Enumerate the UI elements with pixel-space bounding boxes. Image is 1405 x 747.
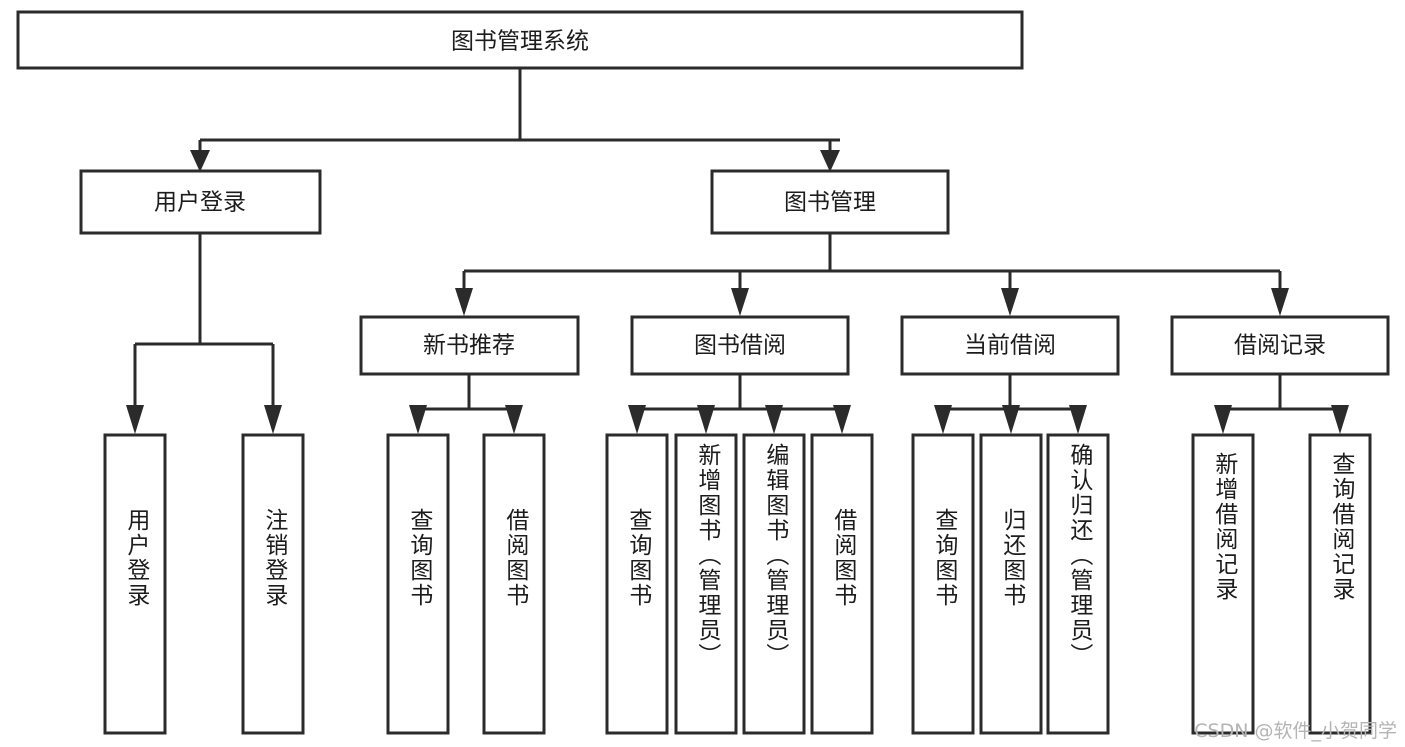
arrowhead-leaf-borrow-book-1 <box>505 405 523 434</box>
leaf-edit-book-box[interactable] <box>742 433 806 735</box>
leaf-borrow-book-1-box[interactable] <box>482 433 546 735</box>
arrowhead-leaf-user-login <box>126 405 144 434</box>
arrowhead-leaf-add-book <box>697 405 715 434</box>
arrowhead-leaf-logout <box>264 405 282 434</box>
node-user-login[interactable]: 用户登录 <box>79 169 322 235</box>
node-current-borrow-label: 当前借阅 <box>964 333 1056 359</box>
leaf-query-book-2-box[interactable] <box>605 433 669 735</box>
node-current-borrow-box[interactable] <box>900 315 1120 376</box>
node-borrow-record-box[interactable] <box>1170 315 1390 376</box>
node-book-borrow-label: 图书借阅 <box>694 333 786 359</box>
leaf-confirm-return-box[interactable] <box>1046 433 1110 735</box>
arrowhead-leaf-query-book-2 <box>628 405 646 434</box>
node-root-label: 图书管理系统 <box>451 29 589 55</box>
node-new-book-recommend[interactable]: 新书推荐 <box>359 315 580 376</box>
arrowhead-leaf-return-book <box>1002 405 1020 434</box>
node-current-borrow[interactable]: 当前借阅 <box>900 315 1120 376</box>
node-user-login-box[interactable] <box>79 169 322 235</box>
node-root-box[interactable] <box>16 10 1024 70</box>
arrowhead-new-book-recommend <box>455 288 473 316</box>
leaf-borrow-book-2-box[interactable] <box>810 433 874 735</box>
arrowhead-borrow-record <box>1271 288 1289 316</box>
node-borrow-record[interactable]: 借阅记录 <box>1170 315 1390 376</box>
node-borrow-record-label: 借阅记录 <box>1234 333 1326 359</box>
leaf-box-layer <box>103 433 1372 735</box>
arrowhead-book-manage <box>820 150 840 172</box>
leaf-add-record-box[interactable] <box>1191 433 1255 735</box>
arrowhead-leaf-query-book-1 <box>409 405 427 434</box>
arrowhead-leaf-edit-book <box>765 405 783 434</box>
leaf-return-book-box[interactable] <box>979 433 1043 735</box>
node-book-manage-label: 图书管理 <box>784 190 876 216</box>
arrowhead-leaf-query-book-3 <box>934 405 952 434</box>
arrowhead-user-login <box>190 150 210 172</box>
arrowhead-current-borrow <box>1001 288 1019 316</box>
leaf-add-book-box[interactable] <box>674 433 738 735</box>
watermark-text: CSDN @软件_小贺同学 <box>1194 720 1397 742</box>
leaf-query-book-3-box[interactable] <box>911 433 975 735</box>
connector-layer <box>126 68 1349 434</box>
leaf-query-book-1-box[interactable] <box>386 433 450 735</box>
node-book-borrow[interactable]: 图书借阅 <box>630 315 850 376</box>
node-user-login-label: 用户登录 <box>154 190 246 216</box>
leaf-query-record-box[interactable] <box>1308 433 1372 735</box>
node-new-book-recommend-label: 新书推荐 <box>423 333 515 359</box>
arrowhead-book-borrow <box>731 288 749 316</box>
arrowhead-leaf-confirm-return <box>1069 405 1087 434</box>
leaf-logout-box[interactable] <box>241 433 305 735</box>
node-new-book-recommend-box[interactable] <box>359 315 580 376</box>
node-book-manage-box[interactable] <box>710 169 950 235</box>
node-root[interactable]: 图书管理系统 <box>16 10 1024 70</box>
node-book-manage[interactable]: 图书管理 <box>710 169 950 235</box>
leaf-user-login-box[interactable] <box>103 433 167 735</box>
arrowhead-leaf-query-record <box>1331 405 1349 434</box>
node-book-borrow-box[interactable] <box>630 315 850 376</box>
arrowhead-leaf-borrow-book-2 <box>833 405 851 434</box>
arrowhead-leaf-add-record <box>1214 405 1232 434</box>
